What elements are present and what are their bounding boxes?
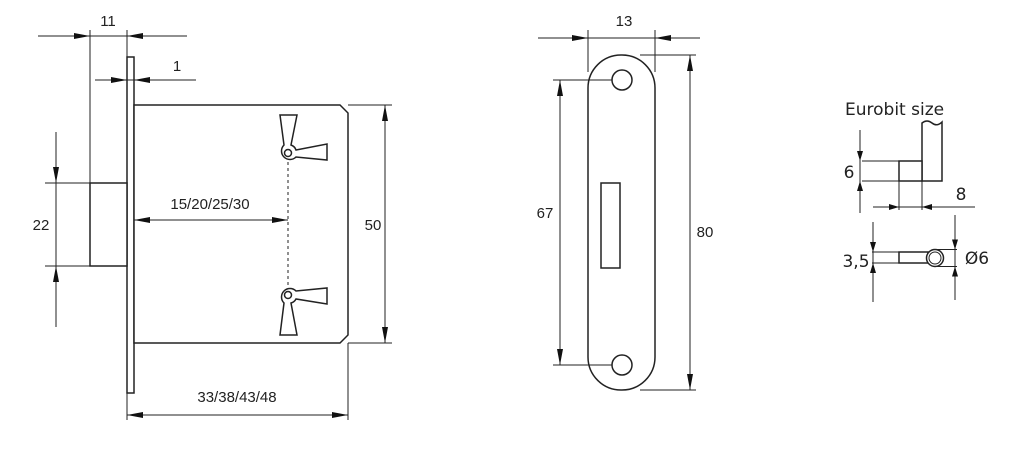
dim-strike-length: 80 [697,224,714,241]
bolt [89,182,128,267]
lower-follower-icon [279,287,328,336]
faceplate [126,56,135,394]
dim-body-height: 50 [365,217,382,234]
dim-hole-spacing: 67 [537,205,554,222]
eurobit-key-top [898,251,929,264]
strike-plate [587,54,656,391]
strike-plate-view: 13 67 80 [537,13,714,391]
lock-side-view: 11 1 22 15/20/25/30 50 33/38/43/48 [33,13,392,420]
dim-bolt-height: 22 [33,217,50,234]
eurobit-title: Eurobit size [845,100,944,120]
upper-follower-icon [279,114,328,161]
dim-diameter: Ø6 [965,249,989,269]
eurobit-key-side [921,120,943,182]
dim-shaft: 3,5 [842,252,869,272]
bolt-slot [600,182,621,269]
dim-faceplate-thickness: 1 [173,58,181,75]
dim-backset: 15/20/25/30 [170,196,249,213]
dim-backset-width: 11 [100,13,116,30]
dim-strike-width: 13 [616,13,633,30]
screw-hole-bottom [611,354,633,376]
screw-hole-top [611,69,633,91]
lock-body [133,104,349,344]
dim-bit-length: 8 [956,185,967,205]
dim-case-depth: 33/38/43/48 [197,389,276,406]
dim-bit-height: 6 [844,163,855,183]
eurobit-detail: Eurobit size 6 8 3,5 Ø6 [842,100,989,302]
